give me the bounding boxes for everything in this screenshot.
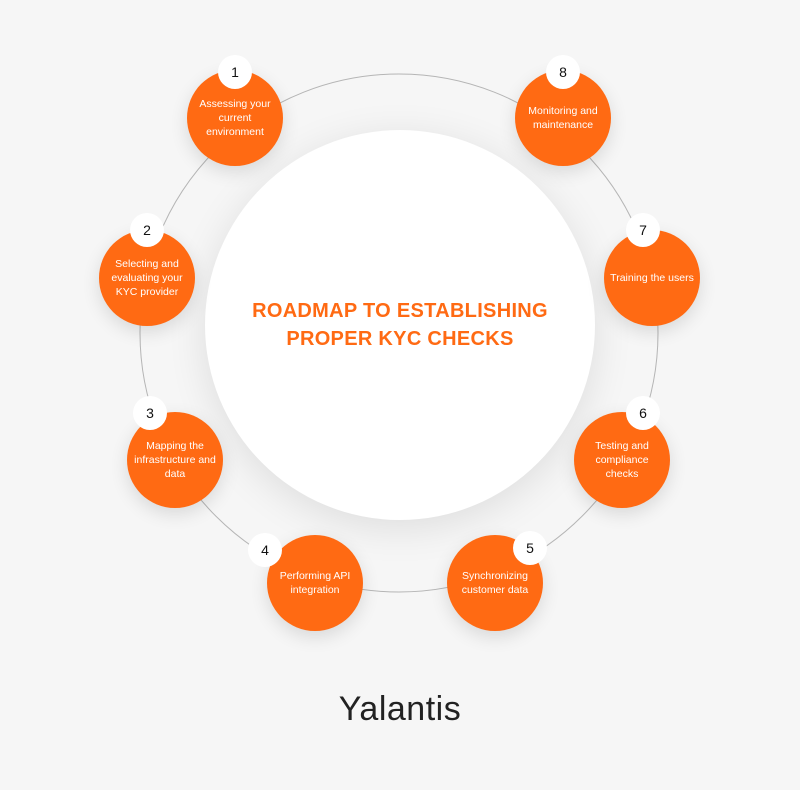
step-number-badge: 6 — [626, 396, 660, 430]
step-label: Performing API integration — [279, 570, 351, 596]
step-number-badge: 4 — [248, 533, 282, 567]
step-label: Mapping the infrastructure and data — [134, 440, 216, 480]
step-label: Selecting and evaluating your KYC provid… — [111, 258, 183, 298]
step-number-badge: 3 — [133, 396, 167, 430]
step-label: Testing and compliance checks — [595, 440, 649, 480]
step-circle-6: Testing and compliance checks — [574, 412, 670, 508]
step-circle-4: Performing API integration — [267, 535, 363, 631]
step-label: Training the users — [610, 272, 694, 284]
step-label: Assessing your current environment — [199, 98, 271, 138]
step-number-badge: 1 — [218, 55, 252, 89]
center-circle: ROADMAP TO ESTABLISHING PROPER KYC CHECK… — [205, 130, 595, 520]
step-number-badge: 8 — [546, 55, 580, 89]
step-circle-2: Selecting and evaluating your KYC provid… — [99, 230, 195, 326]
step-label: Synchronizing customer data — [461, 570, 529, 596]
step-circle-7: Training the users — [604, 230, 700, 326]
step-number-badge: 5 — [513, 531, 547, 565]
diagram-title: ROADMAP TO ESTABLISHING PROPER KYC CHECK… — [252, 300, 548, 350]
step-label: Monitoring and maintenance — [528, 105, 598, 131]
step-number-badge: 2 — [130, 213, 164, 247]
step-number-badge: 7 — [626, 213, 660, 247]
yalantis-logo: Yalantis — [338, 690, 462, 728]
